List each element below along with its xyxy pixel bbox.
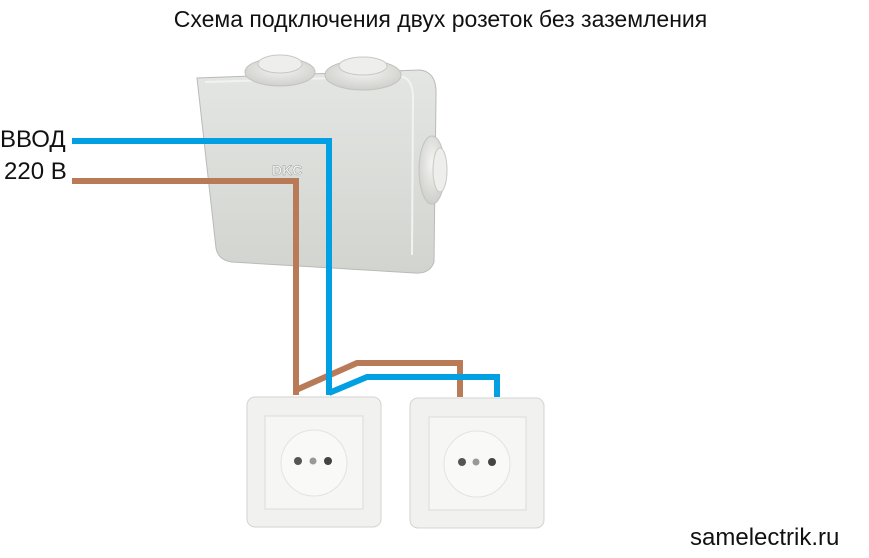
- voltage-label: 220 В: [4, 158, 67, 185]
- socket-1: [246, 396, 382, 528]
- cable-gland-icon: [244, 54, 448, 205]
- junction-box: DKC: [196, 54, 448, 274]
- neutral-wire: [72, 138, 500, 397]
- watermark: samelectrik.ru: [690, 524, 840, 551]
- diagram-title: Схема подключения двух розеток без зазем…: [173, 6, 708, 32]
- input-label: ВВОД: [0, 126, 66, 153]
- socket-2: [409, 397, 545, 529]
- brand-logo: DKC: [272, 162, 302, 178]
